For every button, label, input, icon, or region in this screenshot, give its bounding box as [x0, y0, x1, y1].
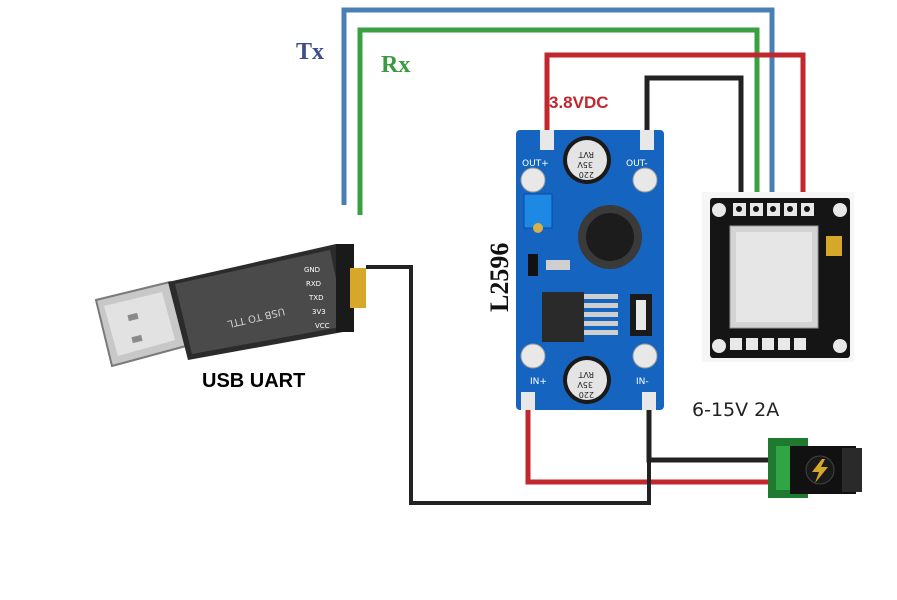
top-capacitor-line-2: 35V [577, 160, 593, 169]
top-capacitor-line-1: 220 [579, 170, 594, 179]
usb-pin-3v3: 3V3 [312, 308, 326, 316]
ground-wire-output [644, 75, 744, 205]
bottom-capacitor-line-1: 220 [579, 390, 594, 399]
in-plus-label: IN+ [530, 377, 547, 387]
bottom-capacitor-line-3: RVT [578, 370, 594, 379]
usb-pin-rxd: RXD [306, 280, 321, 288]
out-plus-label: OUT+ [522, 159, 549, 169]
power-wire-input [525, 405, 772, 485]
usb-pin-5v: 5V [318, 336, 327, 344]
usb-pin-vcc: VCC [315, 322, 330, 330]
power-wire-output [544, 52, 806, 205]
converter-board: OUT+ OUT- IN+ IN- 220 35V RVT 220 35V RV… [516, 130, 664, 410]
usb-pin-txd: TXD [308, 294, 323, 302]
gsm-module [702, 192, 854, 362]
out-minus-label: OUT- [626, 159, 648, 169]
dc-barrel-jack [768, 438, 862, 498]
usb-pin-gnd: GND [304, 266, 320, 274]
converter-label: L2596 [485, 243, 514, 312]
rx-label: Rx [381, 52, 410, 78]
tx-wire [341, 7, 775, 205]
ground-wire-usb [366, 265, 651, 505]
lightning-icon [812, 459, 828, 483]
in-minus-label: IN- [636, 377, 649, 387]
usb-uart-adapter: USB TO TTL GND RXD TXD 3V3 VCC 5V [94, 244, 366, 368]
usb-uart-label: USB UART [202, 370, 305, 392]
top-capacitor-line-3: RVT [578, 150, 594, 159]
rx-wire [357, 27, 760, 215]
supply-label: 6-15V 2A [692, 399, 779, 421]
tx-label: Tx [296, 39, 324, 65]
bottom-capacitor-line-2: 35V [577, 380, 593, 389]
vout-label: 3.8VDC [549, 93, 609, 112]
